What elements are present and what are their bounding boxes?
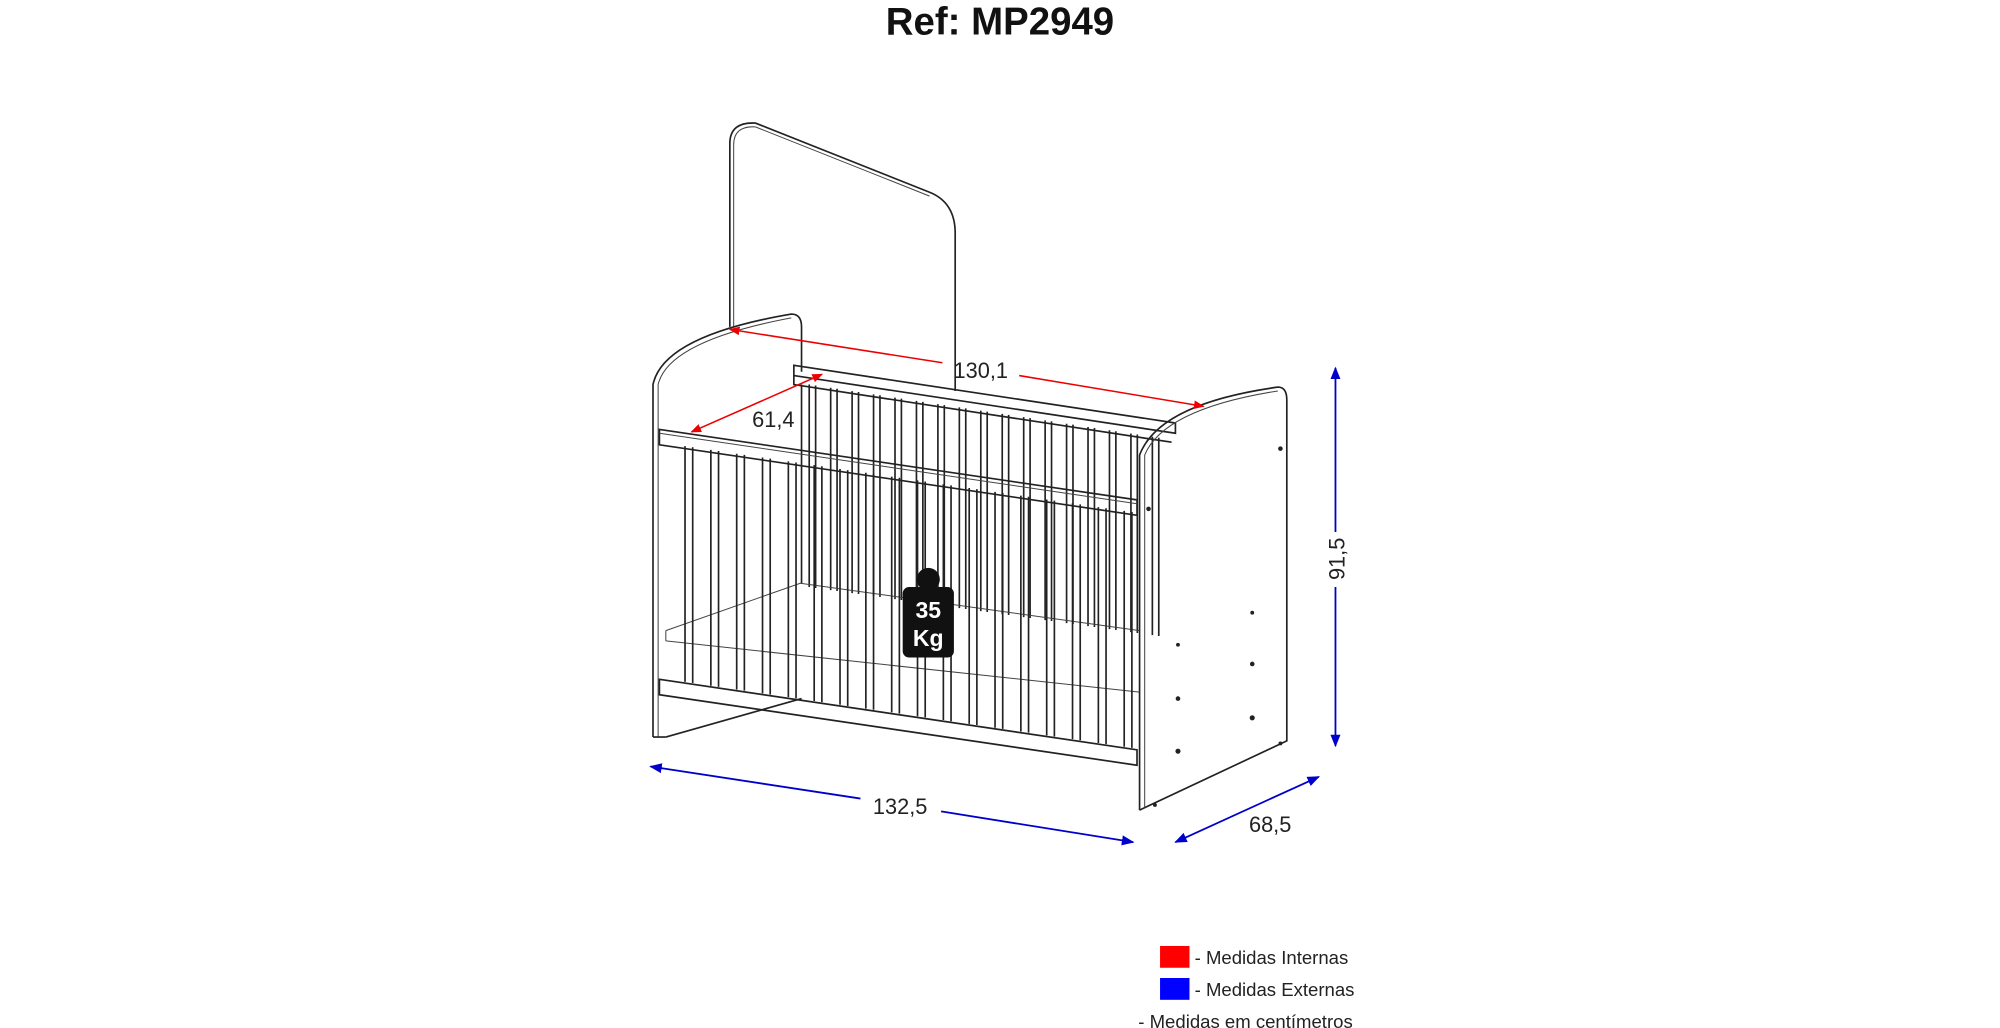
- right-end-panel: [1138, 386, 1288, 811]
- external-height-dimension: 91,5: [1324, 366, 1349, 748]
- slat: [1130, 433, 1139, 634]
- slat: [1045, 499, 1056, 737]
- internal-width-label: 61,4: [752, 407, 794, 432]
- slat: [1151, 436, 1160, 637]
- internal-length-label: 130,1: [954, 358, 1008, 383]
- slat: [894, 397, 903, 600]
- slat: [958, 407, 967, 610]
- slat: [829, 387, 838, 591]
- page-title: Ref: MP2949: [886, 1, 1114, 44]
- weight-icon: [916, 567, 940, 591]
- external-length-dimension: 132,5: [649, 763, 1135, 846]
- slat: [787, 461, 797, 699]
- slat: [839, 468, 849, 706]
- front-top-rail: [658, 428, 1138, 517]
- weight-value: 35: [915, 597, 941, 623]
- slat: [1123, 510, 1133, 748]
- slat: [1071, 503, 1082, 741]
- slat: [937, 404, 946, 606]
- front-slats: [684, 446, 1133, 748]
- slat: [979, 410, 989, 613]
- legend: - Medidas Internas - Medidas Externas - …: [1138, 945, 1355, 1028]
- slat: [865, 472, 875, 710]
- legend-external-swatch: [1160, 978, 1190, 1000]
- legend-units-note: - Medidas em centímetros: [1138, 1011, 1352, 1028]
- slat: [851, 391, 860, 594]
- slat: [968, 488, 978, 726]
- legend-internal-label: - Medidas Internas: [1195, 947, 1349, 968]
- slat: [1022, 417, 1031, 619]
- internal-width-dimension: 61,4: [690, 373, 824, 433]
- weight-unit: Kg: [913, 625, 944, 651]
- slat: [1044, 420, 1053, 622]
- slat: [1108, 430, 1117, 631]
- slat: [813, 465, 823, 703]
- external-depth-label: 68,5: [1249, 812, 1291, 837]
- slat: [1020, 495, 1030, 733]
- external-height-label: 91,5: [1324, 538, 1349, 580]
- back-panel: [729, 122, 957, 391]
- slat: [684, 446, 694, 684]
- slat: [735, 453, 746, 691]
- slat: [994, 491, 1004, 729]
- internal-length-dimension: 130,1: [728, 326, 1205, 409]
- front-bottom-rail: [658, 678, 1138, 767]
- slat: [1087, 426, 1096, 628]
- legend-internal-swatch: [1160, 945, 1190, 968]
- slat: [761, 457, 772, 695]
- slat: [710, 449, 720, 687]
- slat: [872, 394, 881, 597]
- slat: [890, 476, 901, 714]
- left-end-panel: [652, 313, 803, 738]
- legend-external-label: - Medidas Externas: [1195, 979, 1355, 1000]
- weight-limit-badge: 35 Kg: [902, 567, 954, 658]
- external-length-label: 132,5: [873, 794, 927, 819]
- external-depth-dimension: 68,5: [1174, 775, 1320, 843]
- slat: [1097, 507, 1107, 745]
